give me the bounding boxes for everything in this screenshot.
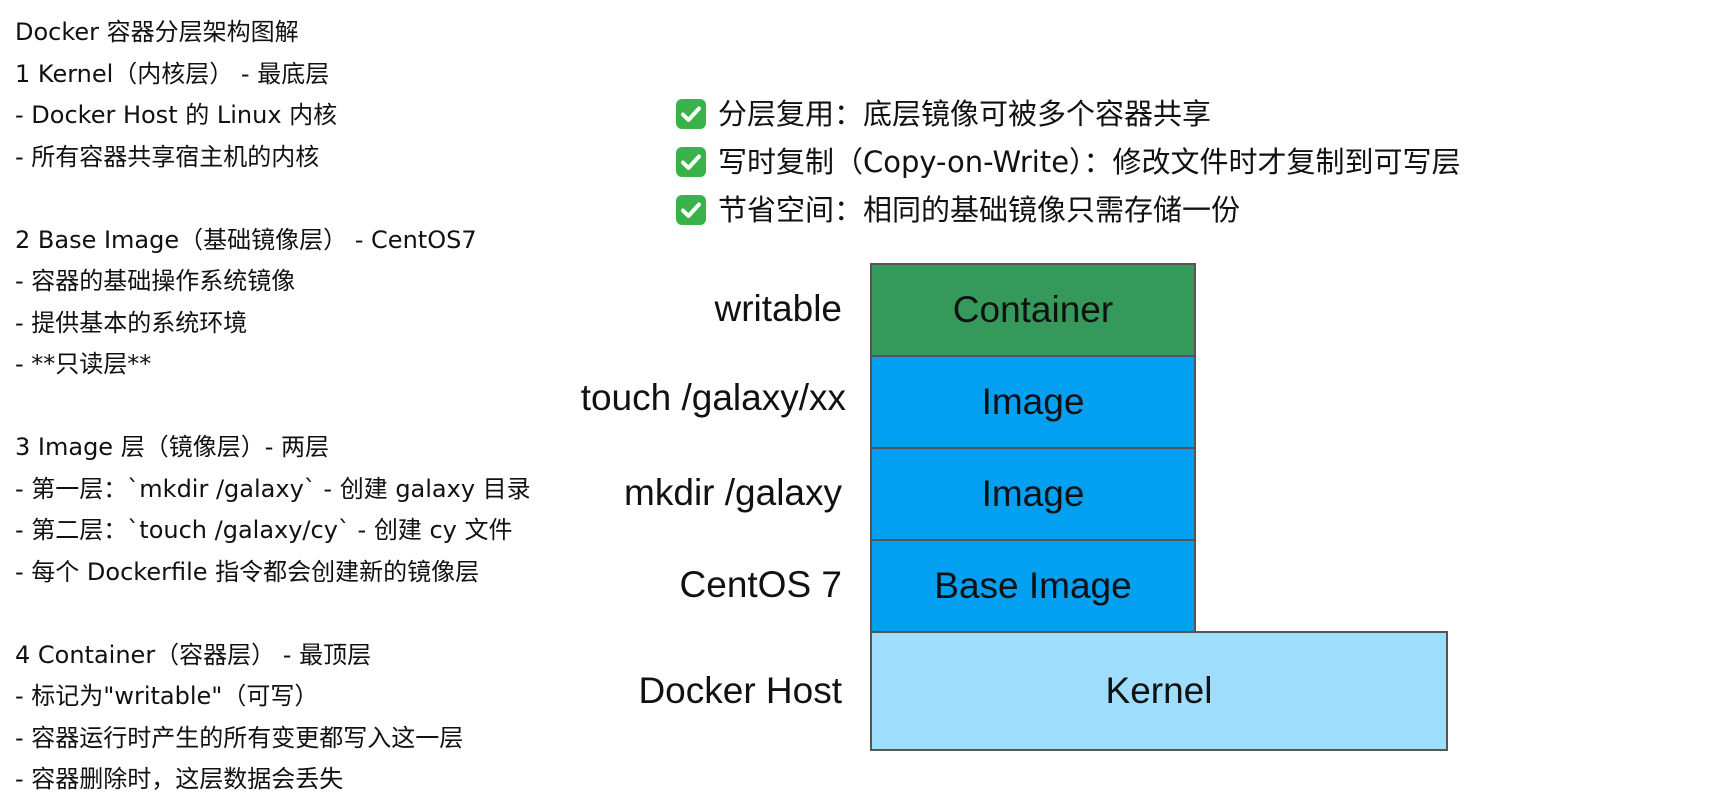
check-icon — [676, 99, 706, 129]
note-line: - 容器运行时产生的所有变更都写入这一层 — [15, 723, 464, 752]
side-label-mkdir: mkdir /galaxy — [624, 472, 842, 513]
note-line: 4 Container（容器层） - 最顶层 — [15, 640, 372, 669]
side-label-centos: CentOS 7 — [679, 564, 842, 605]
note-line: - 每个 Dockerfile 指令都会创建新的镜像层 — [15, 557, 480, 586]
feature-text: 节省空间：相同的基础镜像只需存储一份 — [718, 193, 1241, 227]
feature-item: 分层复用：底层镜像可被多个容器共享 — [676, 90, 1461, 138]
feature-text: 写时复制（Copy-on-Write）：修改文件时才复制到可写层 — [718, 145, 1461, 179]
note-line: - 容器删除时，这层数据会丢失 — [15, 765, 344, 793]
note-line: - 容器的基础操作系统镜像 — [15, 267, 296, 295]
side-label-writable: writable — [714, 288, 843, 329]
note-line: - 第二层：`touch /galaxy/cy` - 创建 cy 文件 — [15, 516, 513, 544]
note-line: - 所有容器共享宿主机的内核 — [15, 142, 320, 171]
side-label-touch: touch /galaxy/xx — [580, 377, 846, 418]
note-line: - Docker Host 的 Linux 内核 — [15, 101, 338, 129]
note-line: 2 Base Image（基础镜像层） - CentOS7 — [15, 225, 477, 254]
note-line: 3 Image 层（镜像层）- 两层 — [15, 433, 329, 461]
layer-image-mkdir: Image — [870, 447, 1196, 541]
check-icon — [676, 147, 706, 177]
notes-list: Docker 容器分层架构图解 1 Kernel（内核层） - 最底层 - Do… — [15, 12, 555, 801]
note-line: - **只读层** — [15, 350, 152, 378]
notes-title: Docker 容器分层架构图解 — [15, 18, 299, 46]
note-line: - 第一层：`mkdir /galaxy` - 创建 galaxy 目录 — [15, 474, 531, 503]
layer-image-touch: Image — [870, 355, 1196, 449]
side-label-docker-host: Docker Host — [638, 670, 842, 711]
note-spacer — [15, 178, 555, 220]
note-line: - 提供基本的系统环境 — [15, 308, 248, 337]
layer-base-image: Base Image — [870, 539, 1196, 633]
layer-container: Container — [870, 263, 1196, 357]
feature-item: 写时复制（Copy-on-Write）：修改文件时才复制到可写层 — [676, 138, 1461, 186]
note-line: - 标记为"writable"（可写） — [15, 682, 319, 710]
feature-item: 节省空间：相同的基础镜像只需存储一份 — [676, 186, 1461, 234]
features-list: 分层复用：底层镜像可被多个容器共享 写时复制（Copy-on-Write）：修改… — [676, 90, 1461, 234]
feature-text: 分层复用：底层镜像可被多个容器共享 — [718, 97, 1212, 131]
note-line: 1 Kernel（内核层） - 最底层 — [15, 59, 330, 88]
layer-kernel: Kernel — [870, 631, 1448, 751]
check-icon — [676, 195, 706, 225]
